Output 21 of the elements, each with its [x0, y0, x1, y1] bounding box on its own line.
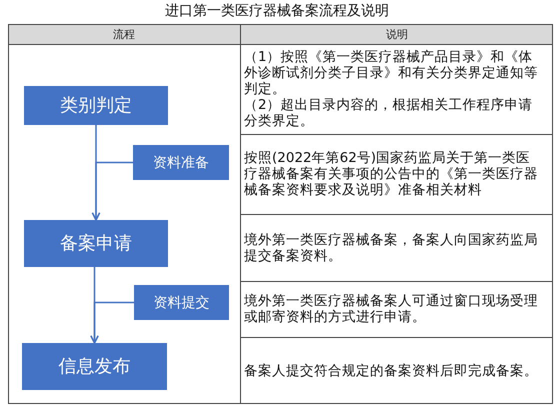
connector-arrow: [90, 302, 134, 344]
process-box: [22, 343, 167, 390]
step-box: [133, 145, 229, 180]
step-label: 资料准备: [153, 154, 209, 170]
process-box: [24, 220, 168, 267]
column-header: 流程: [113, 28, 135, 41]
description-text: （2）超出目录内容的，根据相关工作程序申请分类界定。: [244, 97, 534, 129]
description-text: 备案人提交符合规定的备案资料后即完成备案。: [244, 362, 539, 378]
description-text: 按照(2022年第62号)国家药监局关于第一类医疗器械备案有关事项的公告中的《第一类医疗器械备案资料要求及说明》准备相关材料: [244, 150, 539, 198]
connector-arrow: [92, 162, 133, 221]
step-label: 资料提交: [154, 294, 210, 310]
column-header: 说明: [386, 28, 408, 41]
diagram-title: 进口第一类医疗器械备案流程及说明: [165, 3, 389, 19]
description-text: （1）按照《第一类医疗器械产品目录》和《体外诊断试剂分类子目录》和有关分类界定通知等判定。: [244, 49, 539, 97]
step-label: 信息发布: [58, 356, 130, 376]
process-box: [24, 86, 168, 125]
description-text: 境外第一类医疗器械备案，备案人向国家药监局提交备案资料。: [244, 232, 539, 264]
step-box: [134, 285, 229, 320]
step-label: 备案申请: [60, 234, 132, 254]
step-label: 类别判定: [60, 96, 132, 116]
description-text: 境外第一类医疗器械备案人可通过窗口现场受理或邮寄资料的方式进行申请。: [244, 293, 539, 325]
